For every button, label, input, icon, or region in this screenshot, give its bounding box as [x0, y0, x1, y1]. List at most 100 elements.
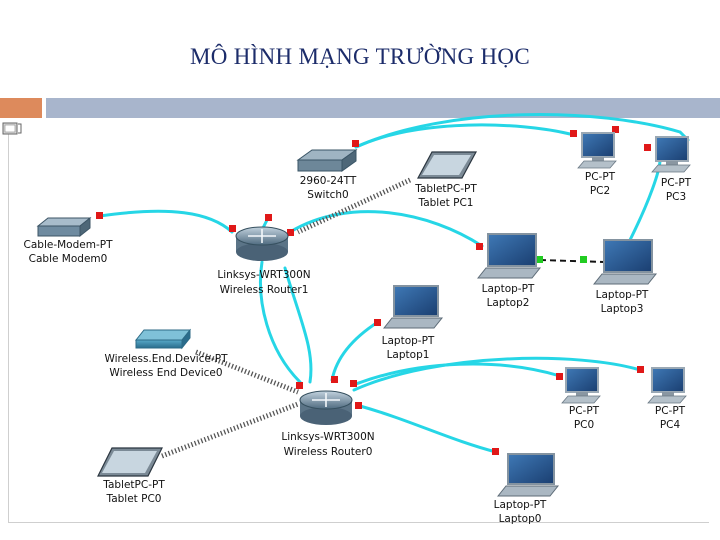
port-dot: [374, 319, 381, 326]
router-icon: [235, 226, 289, 261]
port-dot: [96, 212, 103, 219]
port-dot: [644, 144, 651, 151]
pc-icon: [651, 136, 691, 173]
tablet1-device[interactable]: TabletPC-PT Tablet PC1: [414, 151, 478, 209]
device-model: PC-PT: [569, 405, 600, 417]
laptop-icon: [592, 239, 658, 285]
device-name: Wireless Router1: [220, 284, 309, 296]
wireless-end-device-icon: [134, 328, 192, 350]
pc2-device[interactable]: PC-PT PC2: [577, 132, 617, 197]
device-name: Cable Modem0: [29, 253, 108, 265]
links: [98, 113, 690, 454]
wireless-links: [161, 177, 412, 459]
link-laptop1-router0: [330, 320, 380, 382]
device-name: PC3: [666, 191, 686, 203]
link-laptop2-laptop3: [539, 259, 605, 263]
device-model: Linksys-WRT300N: [281, 431, 374, 443]
link-router1-laptop1: [283, 266, 313, 384]
port-dot: [229, 225, 236, 232]
laptop0-device[interactable]: Laptop-PT Laptop0: [494, 453, 560, 525]
laptop-icon: [496, 453, 560, 497]
device-name: Laptop2: [487, 297, 530, 309]
port-dot: [536, 256, 543, 263]
select-tool-icon[interactable]: [2, 121, 22, 137]
accent-bar: [0, 98, 42, 118]
device-name: Wireless Router0: [284, 446, 373, 458]
pc-icon: [577, 132, 617, 169]
device-name: PC0: [574, 419, 594, 431]
device-name: PC4: [660, 419, 681, 431]
router1-device[interactable]: Linksys-WRT300N Wireless Router1: [217, 226, 311, 296]
wireless-enddevice-router0: [195, 349, 299, 395]
device-model: Laptop-PT: [596, 289, 649, 301]
laptop-icon: [382, 285, 444, 329]
device-name: Laptop0: [499, 513, 542, 525]
port-dot: [637, 366, 644, 373]
router0-device[interactable]: Linksys-WRT300N Wireless Router0: [281, 390, 375, 458]
device-model: PC-PT: [661, 177, 692, 189]
device-model: PC-PT: [585, 171, 616, 183]
pc3-device[interactable]: PC-PT PC3: [651, 136, 692, 203]
wireless-tablet1-router1: [296, 177, 412, 235]
pc4-device[interactable]: PC-PT PC4: [647, 367, 687, 431]
device-name: Tablet PC0: [106, 493, 162, 505]
link-router0-pc0: [354, 362, 562, 386]
enddevice-device[interactable]: Wireless.End.Device-PT Wireless End Devi…: [104, 328, 228, 379]
link-router0-laptop0: [358, 404, 498, 454]
laptop2-device[interactable]: Laptop-PT Laptop2: [476, 233, 542, 309]
device-model: Wireless.End.Device-PT: [104, 353, 228, 365]
link-laptop3-pc3: [628, 158, 662, 242]
port-dot: [265, 214, 272, 221]
device-model: Laptop-PT: [482, 283, 535, 295]
port-dot: [580, 256, 587, 263]
slide-title: MÔ HÌNH MẠNG TRƯỜNG HỌC: [190, 44, 530, 69]
laptop3-device[interactable]: Laptop-PT Laptop3: [592, 239, 658, 315]
link-switch-pc2: [354, 123, 572, 149]
workspace-frame: [8, 130, 709, 523]
device-model: TabletPC-PT: [102, 479, 165, 491]
port-dot: [612, 126, 619, 133]
header-bar: [46, 98, 720, 118]
device-model: 2960-24TT: [300, 175, 357, 187]
pc-icon: [647, 367, 687, 404]
modem-device[interactable]: Cable-Modem-PT Cable Modem0: [24, 216, 114, 265]
port-dot: [352, 140, 359, 147]
link-router1-router0: [259, 260, 302, 384]
tablet-icon: [97, 447, 163, 477]
pc-icon: [561, 367, 601, 404]
device-model: PC-PT: [655, 405, 686, 417]
port-dot: [287, 229, 294, 236]
port-dot: [556, 373, 563, 380]
port-indicators: [96, 126, 651, 455]
link-router0-pc4: [352, 356, 642, 392]
laptop1-device[interactable]: Laptop-PT Laptop1: [382, 285, 444, 361]
tablet-icon: [416, 151, 478, 179]
port-dot: [296, 382, 303, 389]
device-name: Wireless End Device0: [109, 367, 222, 379]
port-dot: [476, 243, 483, 250]
port-dot: [355, 402, 362, 409]
router-icon: [299, 390, 353, 425]
port-dot: [492, 448, 499, 455]
device-name: Laptop1: [387, 349, 430, 361]
port-dot: [350, 380, 357, 387]
switch-icon: [296, 149, 358, 172]
device-name: Laptop3: [601, 303, 644, 315]
link-modem-router1: [98, 209, 234, 234]
port-dot: [570, 130, 577, 137]
device-name: Tablet PC1: [418, 197, 474, 209]
modem-icon: [36, 216, 92, 238]
tablet0-device[interactable]: TabletPC-PT Tablet PC0: [97, 447, 165, 505]
device-model: Laptop-PT: [494, 499, 547, 511]
device-model: Linksys-WRT300N: [217, 269, 310, 281]
switch0-device[interactable]: 2960-24TT Switch0: [296, 149, 358, 201]
device-model: Cable-Modem-PT: [24, 239, 114, 251]
port-dot: [331, 376, 338, 383]
pc0-device[interactable]: PC-PT PC0: [561, 367, 601, 431]
link-router1-laptop2: [288, 210, 484, 248]
device-model: Laptop-PT: [382, 335, 435, 347]
wireless-tablet0-router0: [161, 401, 299, 459]
device-name: Switch0: [307, 189, 348, 201]
laptop-icon: [476, 233, 542, 279]
